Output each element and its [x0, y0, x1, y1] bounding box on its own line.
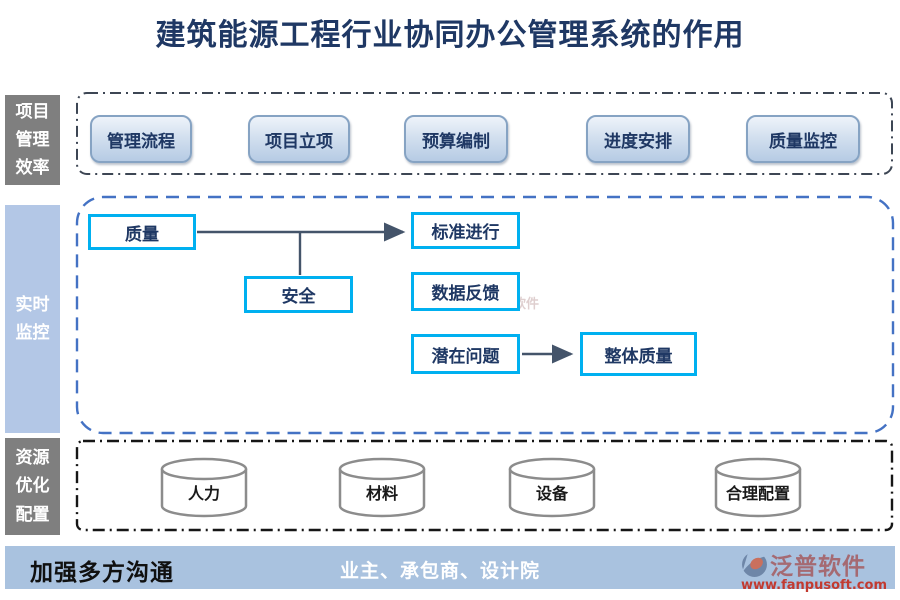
button-management-process[interactable]: 管理流程 — [90, 115, 192, 163]
footer-center-label: 业主、承包商、设计院 — [339, 560, 541, 582]
cylinder-label: 合理配置 — [725, 484, 790, 503]
button-schedule-arrangement[interactable]: 进度安排 — [586, 115, 690, 163]
flow-box-overall-quality: 整体质量 — [580, 332, 697, 376]
flow-box-data-feedback: 数据反馈 — [411, 272, 520, 311]
cylinder-label: 设备 — [535, 484, 568, 503]
sidebar-label-project-efficiency: 项目管理效率 — [5, 95, 60, 185]
footer-left-label: 加强多方沟通 — [30, 560, 174, 586]
footer-bar: 加强多方沟通 业主、承包商、设计院 泛普软件 www.fanpusoft.com — [5, 546, 895, 593]
button-budget-preparation[interactable]: 预算编制 — [404, 115, 508, 163]
cylinder-label: 材料 — [365, 484, 398, 503]
button-project-initiation[interactable]: 项目立项 — [248, 115, 350, 163]
flow-box-potential-issue: 潜在问题 — [411, 334, 520, 374]
sidebar-label-text: 实时监控 — [15, 294, 50, 343]
sidebar-label-text: 资源优化配置 — [15, 448, 50, 525]
sidebar-label-resource-config: 资源优化配置 — [5, 438, 60, 535]
page-title: 建筑能源工程行业协同办公管理系统的作用 — [155, 18, 745, 53]
sidebar-label-text: 项目管理效率 — [15, 101, 50, 179]
sidebar-label-realtime-monitor: 实时监控 — [5, 205, 60, 433]
button-quality-monitoring[interactable]: 质量监控 — [746, 115, 860, 163]
cylinder-rational-allocation: 合理配置 — [712, 456, 804, 520]
cylinder-equipment: 设备 — [506, 456, 598, 520]
brand-url[interactable]: www.fanpusoft.com — [740, 578, 887, 593]
cylinder-label: 人力 — [187, 484, 220, 503]
brand-logo: 泛普软件 www.fanpusoft.com — [741, 547, 887, 593]
brand-name: 泛普软件 — [769, 553, 866, 580]
cylinder-materials: 材料 — [336, 456, 428, 520]
brand-logo-icon — [741, 551, 767, 577]
flow-box-standard: 标准进行 — [411, 212, 520, 249]
cylinder-manpower: 人力 — [158, 456, 250, 520]
flow-box-quality: 质量 — [88, 214, 196, 250]
flow-box-safety: 安全 — [244, 276, 353, 313]
